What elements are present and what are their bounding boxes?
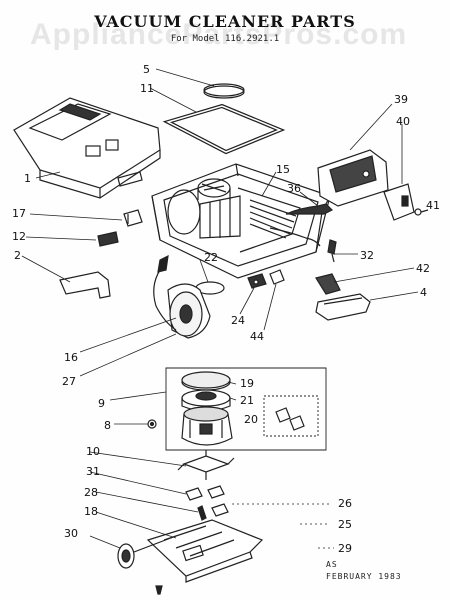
part-17-clip	[123, 209, 143, 227]
callout-22: 22	[204, 251, 218, 264]
callout-21: 21	[240, 394, 254, 407]
part-36-cord	[269, 203, 334, 247]
diagram-title: VACUUM CLEANER PARTS	[94, 12, 356, 31]
callout-15: 15	[276, 163, 290, 176]
callout-2: 2	[14, 249, 21, 262]
callout-12: 12	[12, 230, 26, 243]
part-29-base-plate	[146, 519, 264, 583]
part-25-pad	[211, 503, 229, 517]
callout-16: 16	[64, 351, 78, 364]
part-10-mount-plate	[177, 450, 235, 480]
part-41-screw	[414, 208, 429, 216]
footer-date: FEBRUARY 1983	[326, 572, 402, 581]
part-16-fan-housing	[153, 254, 211, 339]
callout-41: 41	[426, 199, 440, 212]
callout-40: 40	[396, 115, 410, 128]
part-28-pin	[197, 505, 207, 521]
part-39-switch-housing	[317, 149, 389, 207]
part-40-switch	[383, 183, 415, 221]
diagram-subtitle: For Model 116.2921.1	[170, 34, 280, 44]
callout-10: 10	[86, 445, 100, 458]
part-42-bracket	[315, 273, 341, 295]
part-19-fan-disc	[181, 371, 231, 391]
callout-26: 26	[338, 497, 352, 510]
part-32-clip	[327, 239, 337, 263]
part-8-nut	[147, 419, 157, 429]
part-2-bracket	[59, 271, 111, 299]
callout-4: 4	[420, 286, 427, 299]
part-9-motor-assembly-box	[165, 367, 327, 451]
callout-39: 39	[394, 93, 408, 106]
callout-9: 9	[98, 397, 105, 410]
callout-29: 29	[338, 542, 352, 555]
callout-25: 25	[338, 518, 352, 531]
callout-36: 36	[287, 182, 301, 195]
part-30-wheel	[117, 535, 177, 569]
leader-lines	[21, 68, 419, 549]
watermark: AppliancePartsPros.com	[30, 18, 408, 51]
part-11-gasket	[162, 103, 286, 155]
part-1-top-cover	[13, 97, 161, 199]
callout-18: 18	[84, 505, 98, 518]
part-21-impeller	[181, 389, 231, 412]
callout-42: 42	[416, 262, 430, 275]
callout-31: 31	[86, 465, 100, 478]
part-4-handle	[315, 293, 371, 321]
callout-11: 11	[140, 82, 154, 95]
callout-24: 24	[231, 314, 245, 327]
part-26-pad	[185, 485, 225, 501]
footer-code: AS	[326, 560, 338, 569]
callout-20: 20	[244, 413, 258, 426]
part-20-brushes	[275, 407, 305, 431]
callout-17: 17	[12, 207, 26, 220]
callout-19: 19	[240, 377, 254, 390]
callout-44: 44	[250, 330, 264, 343]
callout-27: 27	[62, 375, 76, 388]
callout-1: 1	[24, 172, 31, 185]
callout-5: 5	[143, 63, 150, 76]
part-5-filter-disc	[203, 83, 245, 99]
callout-32: 32	[360, 249, 374, 262]
callout-28: 28	[84, 486, 98, 499]
callout-30: 30	[64, 527, 78, 540]
part-44-terminal	[269, 269, 285, 285]
part-12-latch	[97, 231, 119, 247]
part-24-connector	[247, 273, 267, 289]
callout-8: 8	[104, 419, 111, 432]
part-motor	[181, 406, 233, 446]
part-screw-bottom	[155, 585, 163, 595]
part-15-housing	[151, 163, 331, 279]
